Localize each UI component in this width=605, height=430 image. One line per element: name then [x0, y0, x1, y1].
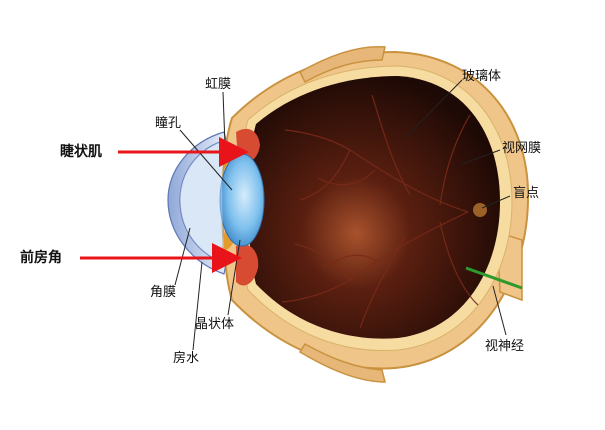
label-vitreous: 玻璃体: [462, 69, 502, 84]
leader-lines: [174, 79, 511, 351]
aqueous-chamber: [180, 140, 226, 264]
label-optic-nerve: 视神经: [485, 339, 525, 354]
label-anterior-chamber: 前房角: [20, 250, 62, 266]
label-lens: 晶状体: [195, 317, 235, 332]
lens: [219, 153, 265, 247]
label-cornea: 角膜: [150, 285, 177, 300]
label-retina: 视网膜: [502, 141, 542, 156]
optic-nerve-line: [465, 266, 523, 290]
blind-spot-mark: [473, 203, 487, 217]
label-iris: 虹膜: [205, 77, 232, 92]
label-ciliary-muscle: 睫状肌: [60, 144, 102, 160]
vitreous-body: [248, 76, 500, 339]
blood-vessels: [281, 94, 479, 329]
label-blind-spot: 盲点: [513, 186, 540, 201]
label-pupil: 瞳孔: [155, 116, 182, 131]
label-aqueous: 房水: [173, 351, 200, 366]
